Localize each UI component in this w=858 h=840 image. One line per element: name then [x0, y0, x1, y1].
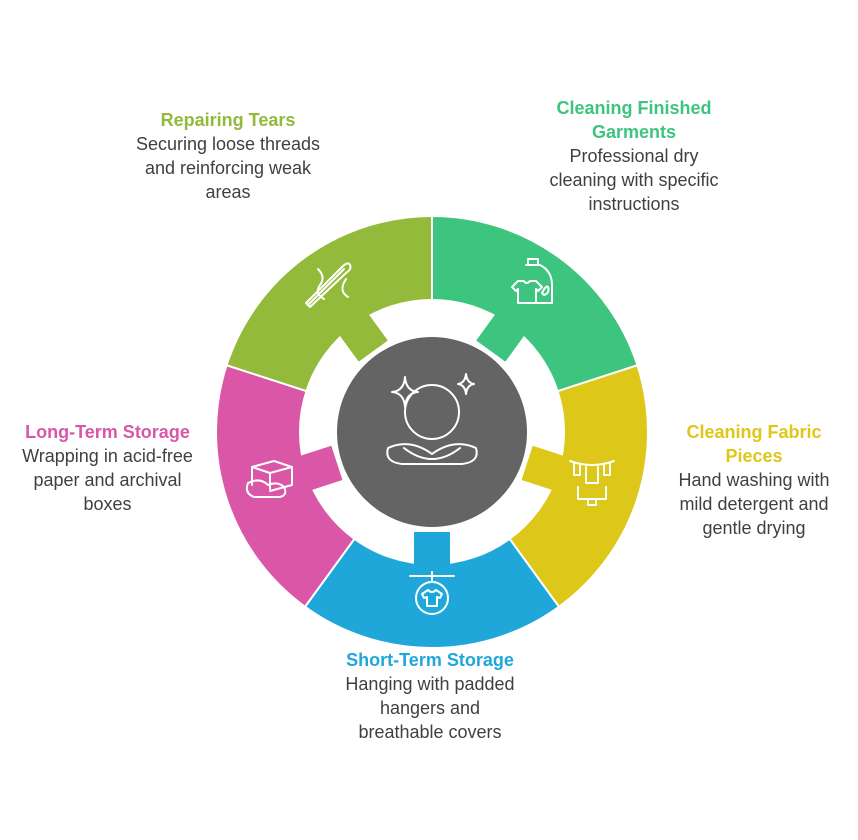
segment-short-term-storage	[303, 537, 561, 649]
connector-repairing-tears	[338, 313, 388, 362]
label-short-term-storage: Short-Term Storage Hanging with padded h…	[335, 648, 525, 744]
hanger-shirt-icon	[409, 571, 455, 615]
segment-title: Long-Term Storage	[25, 422, 190, 442]
needle-thread-icon	[305, 262, 352, 308]
meditation-sparkle-icon	[386, 373, 478, 465]
connector-cleaning-finished-garments	[476, 313, 526, 362]
segment-description: Hand washing with mild detergent and gen…	[678, 470, 830, 538]
segment-cleaning-fabric-pieces	[508, 363, 649, 609]
segment-description: Hanging with padded hangers and breathab…	[345, 674, 515, 742]
segment-title: Short-Term Storage	[346, 650, 514, 670]
connector-long-term-storage	[298, 445, 343, 491]
clothesline-icon	[569, 460, 615, 506]
archival-box-icon	[245, 460, 293, 498]
segment-description: Securing loose threads and reinforcing w…	[135, 134, 321, 202]
center-hub	[337, 337, 527, 527]
label-cleaning-finished-garments: Cleaning Finished Garments Professional …	[534, 96, 734, 216]
segment-title: Repairing Tears	[160, 110, 296, 130]
connector-cleaning-fabric-pieces	[521, 445, 566, 491]
segment-title: Cleaning Fabric Pieces	[686, 422, 822, 466]
segment-title: Cleaning Finished Garments	[556, 98, 712, 142]
label-repairing-tears: Repairing Tears Securing loose threads a…	[128, 108, 328, 204]
label-long-term-storage: Long-Term Storage Wrapping in acid-free …	[20, 420, 195, 516]
segment-description: Professional dry cleaning with specific …	[549, 146, 719, 214]
detergent-shirt-icon	[511, 258, 553, 304]
segment-repairing-tears	[225, 214, 433, 393]
connector-short-term-storage	[414, 532, 450, 566]
label-cleaning-fabric-pieces: Cleaning Fabric Pieces Hand washing with…	[664, 420, 844, 540]
segment-description: Wrapping in acid-free paper and archival…	[22, 446, 193, 514]
